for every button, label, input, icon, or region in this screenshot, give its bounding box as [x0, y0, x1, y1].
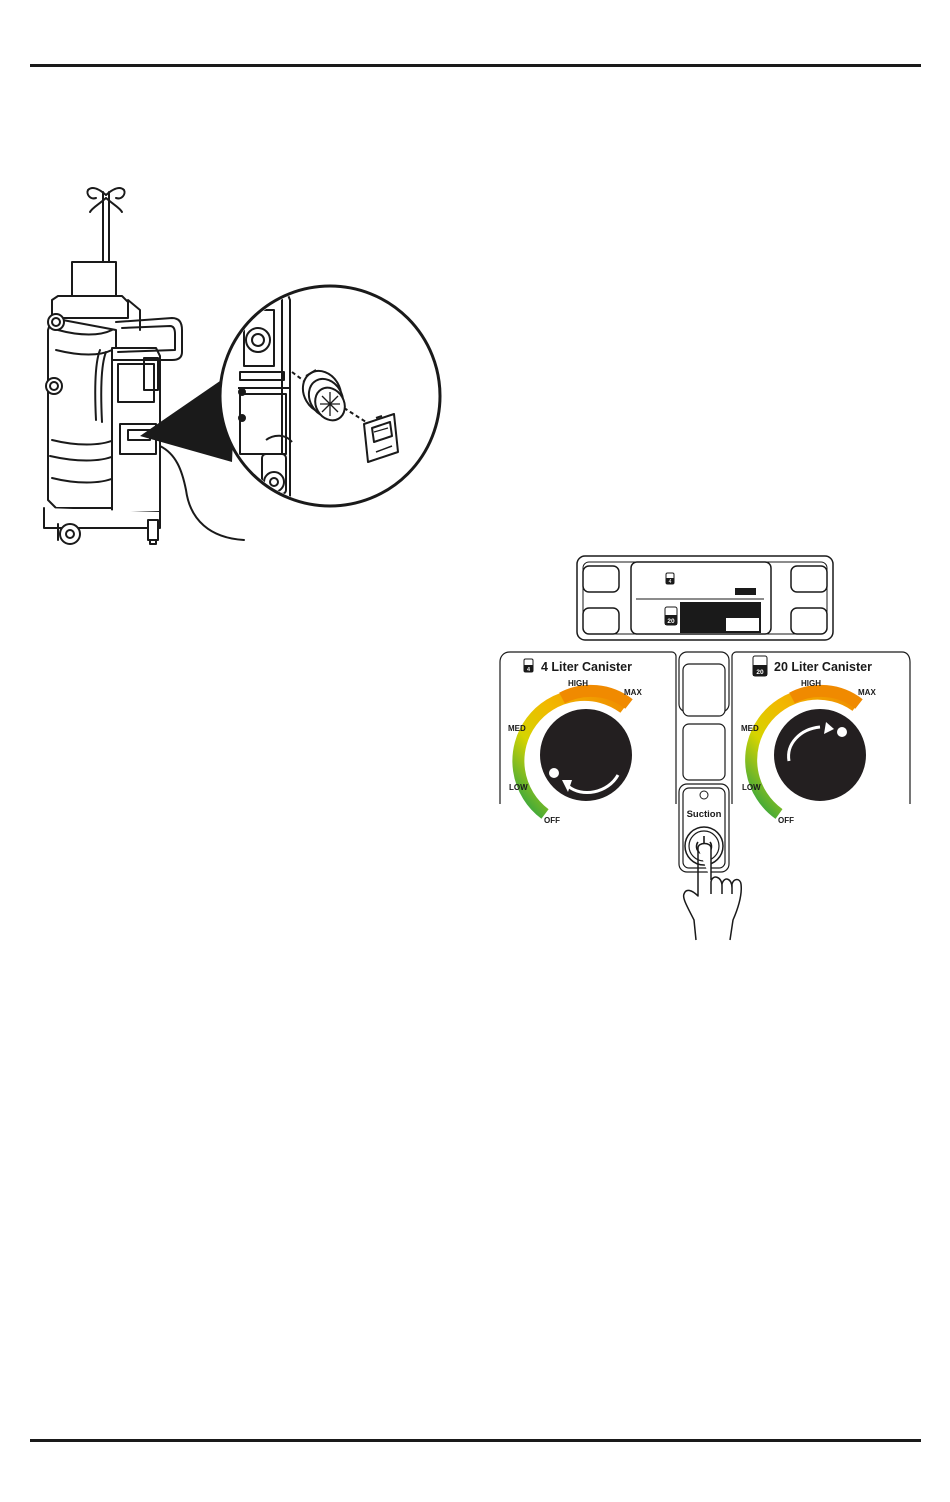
- cart-body: [44, 296, 182, 528]
- right-label-high: HIGH: [801, 679, 821, 688]
- center-upper-button[interactable]: [683, 664, 725, 716]
- left-label-high: HIGH: [568, 679, 588, 688]
- left-canister-icon: 4: [524, 659, 533, 673]
- right-canister-panel: 20 20 Liter Canister HIGH MAX MED LOW OF…: [732, 652, 910, 825]
- right-dial-indicator-dot: [837, 727, 847, 737]
- right-label-low: LOW: [742, 783, 761, 792]
- display-small-canister-badge: 4: [669, 579, 672, 585]
- display-small-canister-icon: 4: [666, 573, 674, 585]
- right-label-max: MAX: [858, 688, 876, 697]
- left-label-max: MAX: [624, 688, 642, 697]
- right-canister-badge: 20: [756, 669, 764, 676]
- left-label-med: MED: [508, 724, 526, 733]
- suction-button-label: Suction: [687, 809, 722, 820]
- display-module: 4 20: [577, 556, 833, 640]
- bottom-rule: [30, 1439, 921, 1442]
- display-large-canister-badge: 20: [667, 618, 675, 625]
- right-label-off: OFF: [778, 816, 794, 825]
- control-panel-diagram: 4 20 4 4 Liter Canister: [490, 548, 922, 948]
- suction-cart-illustration: [0, 0, 470, 560]
- display-right-top-button[interactable]: [791, 566, 827, 592]
- left-canister-title: 4 Liter Canister: [541, 660, 632, 674]
- display-small-indicator: [735, 588, 756, 595]
- display-right-bottom-button[interactable]: [791, 608, 827, 634]
- right-canister-title: 20 Liter Canister: [774, 660, 872, 674]
- display-large-canister-icon: 20: [665, 607, 677, 625]
- suction-status-led: [700, 791, 708, 799]
- left-label-off: OFF: [544, 816, 560, 825]
- center-lower-button[interactable]: [683, 724, 725, 780]
- left-dial-knob[interactable]: [539, 708, 633, 802]
- display-left-bottom-button[interactable]: [583, 608, 619, 634]
- magnified-inset: [220, 286, 440, 506]
- display-left-top-button[interactable]: [583, 566, 619, 592]
- left-label-low: LOW: [509, 783, 528, 792]
- iv-pole: [87, 188, 124, 262]
- left-dial-indicator-dot: [549, 768, 559, 778]
- left-canister-panel: 4 4 Liter Canister HIGH MAX MED LOW OFF: [500, 652, 676, 825]
- right-dial-knob[interactable]: [773, 708, 867, 802]
- right-label-med: MED: [741, 724, 759, 733]
- right-canister-icon: 20: [753, 656, 767, 676]
